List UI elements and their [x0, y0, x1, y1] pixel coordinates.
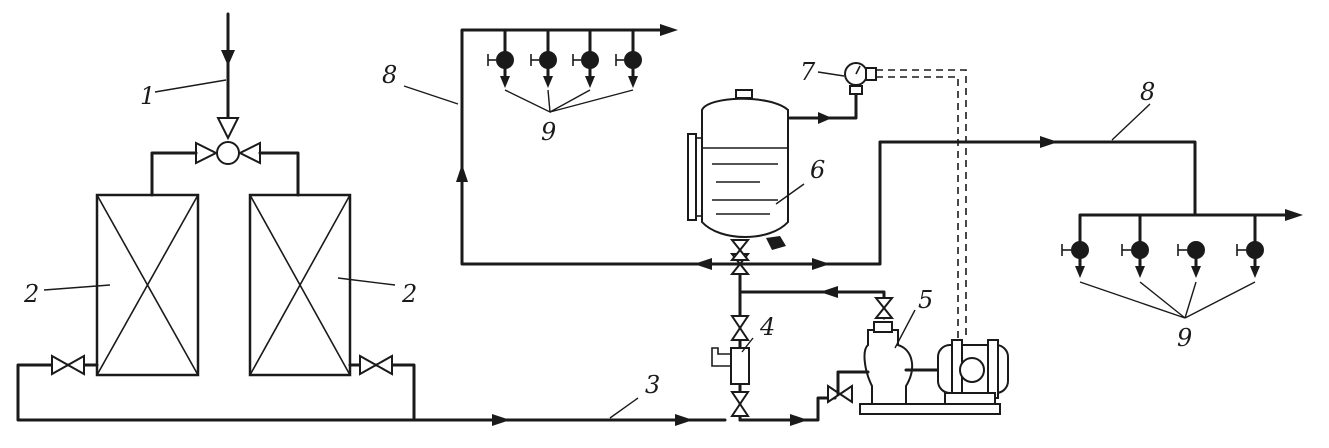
label-main-line: 3	[645, 371, 660, 399]
label-consumers-right: 9	[1177, 324, 1192, 352]
main-line-arrows	[492, 396, 837, 426]
inlet-pipe	[221, 12, 235, 127]
label-pressure-switch: 7	[800, 58, 816, 86]
softener-top-manifold	[150, 151, 300, 197]
label-softener-right: 2	[401, 280, 417, 308]
consumers-left	[487, 28, 642, 114]
label-softener-left: 2	[23, 280, 39, 308]
softener-right	[248, 193, 352, 377]
label-supply-right: 8	[1140, 78, 1155, 106]
ejector-branch	[711, 253, 895, 422]
softener-left	[95, 193, 200, 377]
label-tank: 6	[810, 156, 825, 184]
label-supply-left: 8	[382, 61, 397, 89]
label-inlet: 1	[140, 82, 155, 110]
pump-unit	[827, 321, 1009, 415]
label-consumers-left: 9	[541, 118, 556, 146]
softener-bottom-piping	[16, 354, 727, 422]
supply-loop-left	[456, 24, 1197, 270]
label-ejector: 4	[759, 313, 775, 341]
pressure-switch	[788, 62, 967, 340]
label-leaders	[43, 71, 1151, 419]
label-pump: 5	[918, 286, 933, 314]
tank	[687, 89, 789, 261]
consumers-right	[1061, 209, 1303, 319]
three-way-valve	[195, 117, 261, 165]
